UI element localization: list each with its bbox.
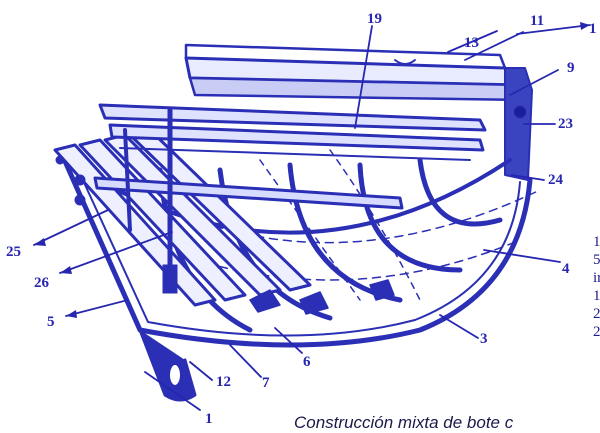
legend-line-1: 1 [593, 234, 600, 250]
hull-outline [57, 147, 533, 348]
legend-line-5: 2 [593, 306, 600, 322]
figure-caption: Construcción mixta de bote c [294, 413, 514, 432]
callout-1-top: 1 [589, 21, 597, 37]
thwart [98, 103, 487, 132]
callout-19: 19 [367, 11, 382, 27]
callout-7: 7 [262, 375, 270, 391]
callout-3: 3 [480, 331, 488, 347]
callout-4: 4 [562, 261, 570, 277]
callout-26: 26 [34, 275, 49, 291]
callout-23: 23 [558, 116, 573, 132]
callout-25: 25 [6, 244, 21, 260]
callout-1-bottom: 1 [205, 411, 213, 427]
keel [138, 328, 197, 402]
callout-12: 12 [216, 374, 231, 390]
callout-5: 5 [47, 314, 55, 330]
callout-6: 6 [303, 354, 311, 370]
legend-line-3: ir [593, 270, 600, 286]
stern-post [504, 67, 533, 181]
callout-9: 9 [567, 60, 575, 76]
callout-13: 13 [464, 35, 479, 51]
legend-line-6: 2 [593, 324, 600, 340]
legend-line-4: 1 [593, 288, 600, 304]
legend-line-2: 5 [593, 252, 600, 268]
callout-24: 24 [548, 172, 563, 188]
callout-11: 11 [530, 13, 545, 29]
rowlock [513, 105, 527, 119]
